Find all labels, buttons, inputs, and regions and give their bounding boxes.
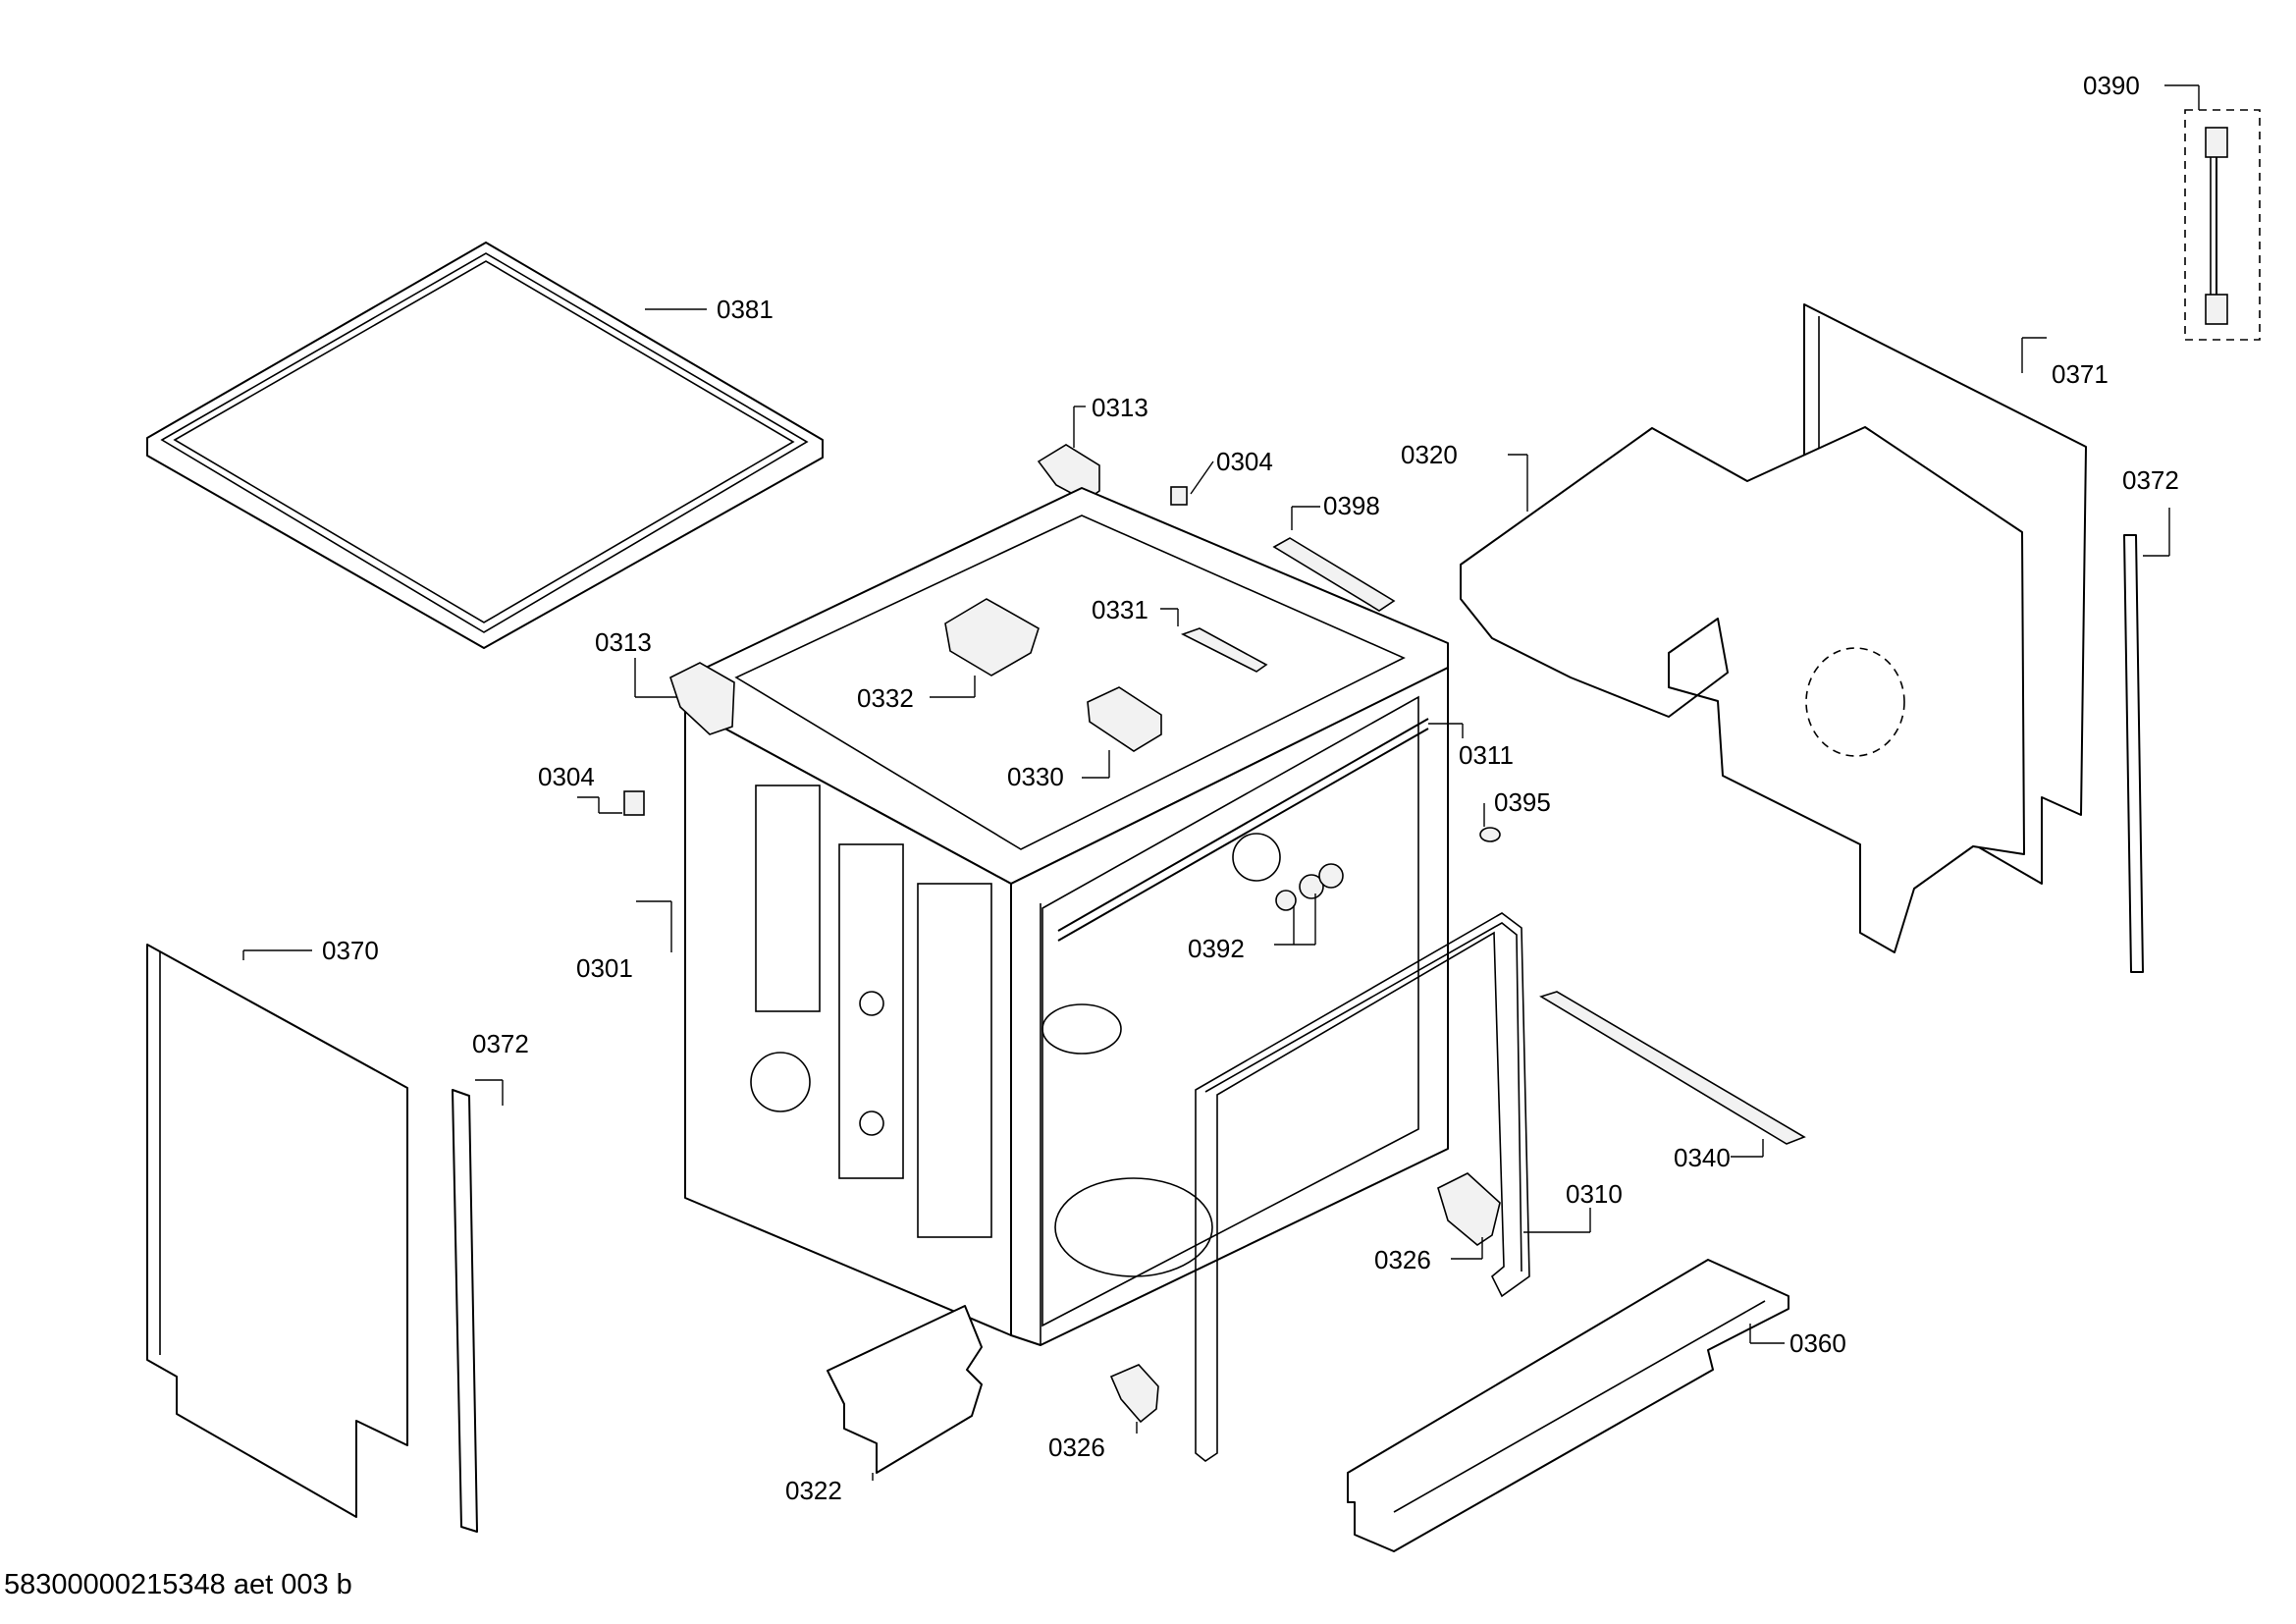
callout-0310: 0310: [1566, 1179, 1623, 1209]
part-0313-hinge-left: [634, 658, 735, 735]
callout-0371: 0371: [2052, 359, 2109, 389]
callout-0370: 0370: [322, 936, 379, 965]
callout-0395: 0395: [1494, 787, 1551, 817]
callout-0331: 0331: [1092, 595, 1148, 624]
callout-0326-right: 0326: [1374, 1245, 1431, 1274]
callout-0372-lower: 0372: [472, 1029, 529, 1058]
part-0310-door-seal: [1195, 912, 1591, 1462]
part-0332-bracket: [930, 598, 1040, 698]
callout-0313-left: 0313: [595, 627, 652, 657]
part-0313-hinge-top: [1037, 406, 1100, 502]
callout-0340: 0340: [1674, 1143, 1731, 1172]
callout-0398: 0398: [1323, 491, 1380, 520]
callout-0372-upper: 0372: [2122, 465, 2179, 495]
part-0311-rod: [1057, 718, 1464, 942]
callout-0322: 0322: [785, 1476, 842, 1505]
callout-0304-top: 0304: [1216, 447, 1273, 476]
drawing-code: 58300000215348 aet 003 b: [4, 1569, 352, 1600]
callout-0330: 0330: [1007, 762, 1064, 791]
callout-0360: 0360: [1789, 1328, 1846, 1358]
part-0301-cabinet: [636, 487, 1449, 1346]
part-0326-corner-right: [1437, 1172, 1501, 1260]
part-0360-kickplate: [1347, 1259, 1789, 1552]
callout-0304-left: 0304: [538, 762, 595, 791]
part-0372-left-trim: [452, 1079, 504, 1533]
callout-0332: 0332: [857, 683, 914, 713]
part-0370-left-panel: [146, 944, 408, 1518]
callout-0311: 0311: [1459, 740, 1514, 770]
part-0304-clip-top: [1170, 460, 1214, 506]
part-0322-base-trough: [827, 1305, 983, 1481]
part-0340-rail: [1539, 991, 1806, 1158]
callout-0392: 0392: [1188, 934, 1245, 963]
callout-0390: 0390: [2083, 71, 2140, 100]
part-0392-fitting: [1274, 863, 1344, 946]
part-0381-top-cover: [146, 242, 824, 649]
callout-0301: 0301: [576, 953, 633, 983]
callout-0326-lower: 0326: [1048, 1433, 1105, 1462]
part-0320-insulation-mat: [1460, 426, 2025, 953]
part-0398-rail: [1272, 506, 1396, 612]
part-0304-clip-left: [577, 790, 645, 816]
part-0390-cable: [2164, 84, 2261, 341]
part-0395-plug: [1479, 803, 1501, 842]
callout-0381: 0381: [717, 295, 774, 324]
part-0331-sensor: [1160, 608, 1268, 673]
part-0326-corner-lower: [1109, 1364, 1159, 1434]
part-0330-lock: [1082, 686, 1162, 779]
callout-0320: 0320: [1401, 440, 1458, 469]
part-0372-right-trim: [2123, 508, 2170, 973]
callout-0313-top: 0313: [1092, 393, 1148, 422]
